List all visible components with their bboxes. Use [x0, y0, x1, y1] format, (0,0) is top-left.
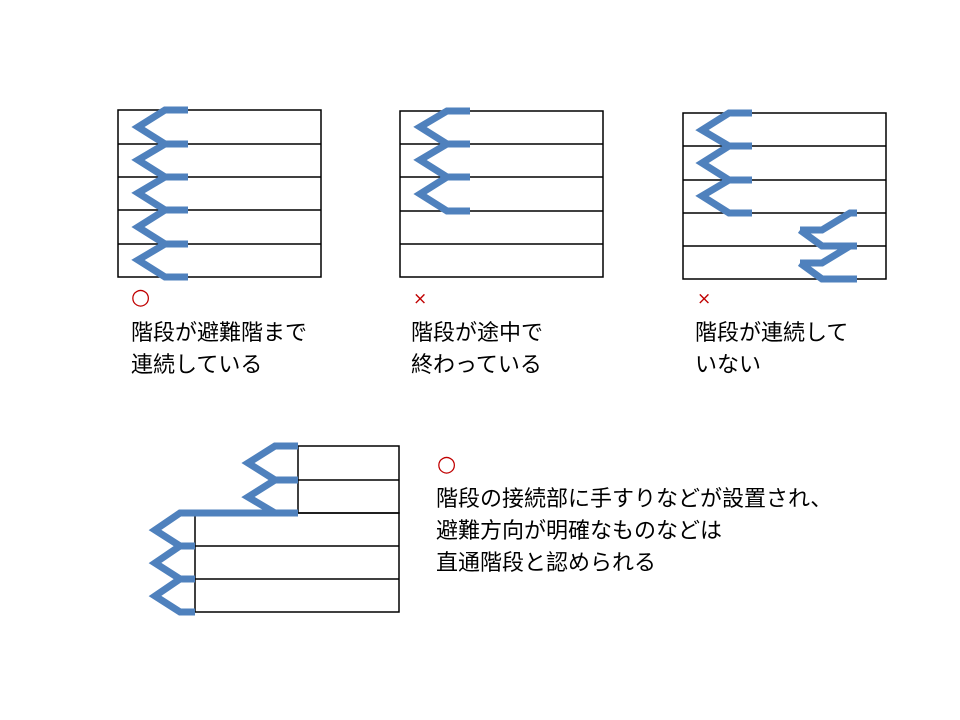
building-floors-outline — [682, 112, 887, 280]
diagram-connected-by-handrail — [148, 442, 400, 616]
ng-mark: × — [413, 289, 428, 309]
caption-line: 避難方向が明確なものなどは — [436, 519, 723, 544]
stair-symbol — [241, 442, 298, 484]
stair-symbol — [148, 542, 195, 583]
ok-mark: ○ — [437, 452, 457, 477]
building-floors-outline — [117, 109, 322, 278]
ng-mark: × — [697, 289, 712, 309]
panel-caption: 階段の接続部に手すりなどが設置され、 避難方向が明確なものなどは 直通階段と認め… — [436, 484, 832, 580]
stair-symbol — [131, 140, 188, 181]
caption-line: 終わっている — [411, 353, 542, 378]
building-floors-outline — [399, 110, 604, 278]
stair-symbol — [695, 109, 752, 150]
stair-symbol — [695, 176, 752, 217]
diagram-continuous-stairs — [117, 106, 322, 281]
caption-line: 階段が避難階まで — [131, 321, 308, 346]
stair-symbol — [413, 107, 470, 148]
caption-line: 連続している — [131, 353, 263, 378]
stair-symbol — [797, 260, 857, 283]
diagram-discontinuous-stairs — [682, 109, 887, 283]
caption-line: 階段が連続して — [695, 321, 849, 346]
stair-symbol — [413, 173, 470, 215]
handrail-connector — [148, 509, 298, 550]
caption-line: 直通階段と認められる — [436, 551, 657, 576]
panel-caption: 階段が途中で 終わっている — [411, 318, 543, 382]
caption-line: いない — [695, 353, 762, 378]
stair-symbol — [131, 240, 188, 281]
stair-symbol — [241, 476, 298, 517]
caption-line: 階段が途中で — [411, 321, 544, 346]
caption-line: 階段の接続部に手すりなどが設置され、 — [436, 487, 833, 512]
diagram-interrupted-stairs — [399, 107, 604, 278]
ok-mark: ○ — [131, 285, 151, 310]
stair-symbol — [800, 243, 852, 267]
panel-caption: 階段が連続して いない — [695, 318, 848, 382]
stair-symbol — [131, 106, 188, 148]
panel-caption: 階段が避難階まで 連続している — [131, 318, 307, 382]
stair-symbol — [413, 140, 470, 181]
stair-symbol — [695, 142, 752, 184]
lower-floors-outline — [194, 512, 400, 613]
stair-symbol — [131, 206, 188, 248]
stair-symbol — [131, 173, 188, 214]
stair-symbol — [148, 575, 195, 616]
stair-symbol — [800, 209, 857, 234]
